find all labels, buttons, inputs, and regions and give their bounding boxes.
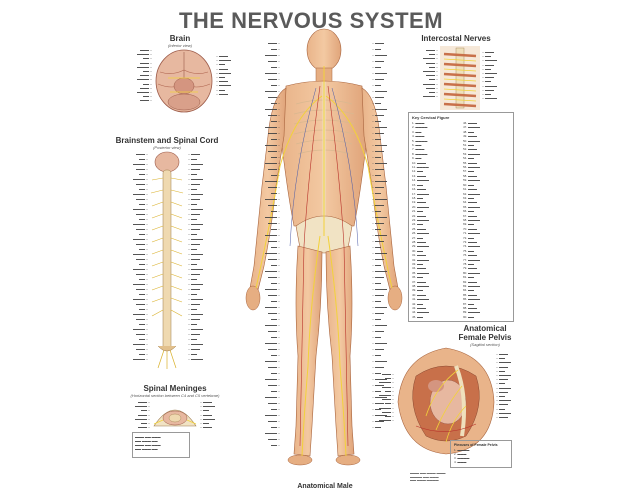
pelvis-labels-right: ─ ▬▬▬─ ▬▬─ ▬▬▬▬─ ▬▬▬─ ▬▬─ ▬▬▬▬─ ▬▬▬─ ▬▬─… [496, 352, 511, 420]
key-list-left: 1. ▬▬▬2. ▬▬▬▬3. ▬▬4. ▬▬▬5. ▬▬▬▬6. ▬▬7. ▬… [412, 121, 430, 319]
intercostal-title: Intercostal Nerves [421, 34, 491, 43]
spinal-labels-left: ▬▬▬ ─▬▬ ─▬▬▬▬ ─▬▬▬ ─▬▬ ─▬▬▬▬ ─▬▬▬ ─▬▬ ─▬… [133, 152, 148, 361]
brain-illustration [154, 48, 214, 114]
figure-labels-right: ─ ▬▬▬─ ▬▬─ ▬▬▬▬─ ▬▬▬─ ▬▬─ ▬▬▬▬─ ▬▬▬─ ▬▬─… [372, 41, 387, 429]
key-panel: Key Cervical Figure 1. ▬▬▬2. ▬▬▬▬3. ▬▬4.… [408, 112, 514, 322]
brain-title: Brain [169, 34, 191, 43]
figure-caption: Anatomical Male [297, 483, 353, 490]
pelvis-title-line1: Anatomical [463, 324, 507, 333]
anatomical-male-figure [224, 26, 424, 471]
copyright-block: ▬▬▬ ▬▬ ▬▬▬ ▬▬▬▬▬▬▬ ▬▬ ▬▬▬▬▬ ▬▬▬ ▬▬▬▬ [410, 471, 446, 483]
plexuses-lines: 1. ▬▬▬▬2. ▬▬▬3. ▬▬▬▬4. ▬▬▬ [454, 448, 470, 464]
brainstem-subtitle: (Posterior view) [153, 145, 181, 150]
pelvis-title-line2: Female Pelvis [458, 333, 512, 342]
plexuses-box: Plexuses of Female Pelvis 1. ▬▬▬▬2. ▬▬▬3… [450, 440, 512, 468]
pelvis-labels-left: ▬▬▬ ─▬▬ ─▬▬▬▬ ─▬▬▬ ─▬▬ ─▬▬▬▬ ─▬▬▬ ─▬▬ ─▬… [379, 372, 394, 423]
meninges-labels-right: ─ ▬▬▬─ ▬▬▬▬─ ▬▬─ ▬▬▬─ ▬▬▬▬─ ▬▬─ ▬▬▬ [200, 400, 215, 430]
plexuses-title: Plexuses of Female Pelvis [454, 443, 498, 447]
brainstem-title: Brainstem and Spinal Cord [115, 136, 219, 145]
spinal-cord-illustration [150, 150, 184, 370]
meninges-illustration [152, 400, 198, 430]
intercostal-illustration [440, 46, 480, 110]
intercostal-labels-left: ▬▬▬ ─▬▬ ─▬▬▬▬ ─▬▬▬ ─▬▬ ─▬▬▬▬ ─▬▬▬ ─▬▬ ─▬… [423, 48, 438, 99]
meninges-title: Spinal Meninges [143, 384, 207, 393]
figure-labels-left: ▬▬▬ ─▬▬ ─▬▬▬▬ ─▬▬▬ ─▬▬ ─▬▬▬▬ ─▬▬▬ ─▬▬ ─▬… [265, 41, 280, 447]
meninges-subtitle: (Horizontal section between C4 and C5 ve… [130, 393, 220, 398]
brain-subtitle: (Inferior view) [167, 43, 193, 48]
meninges-labels-left: ▬▬▬ ─▬▬▬▬ ─▬▬ ─▬▬▬ ─▬▬▬▬ ─▬▬ ─▬▬▬ ─ [135, 400, 150, 430]
key-list-right: 46. ▬▬▬47. ▬▬▬▬48. ▬▬49. ▬▬▬50. ▬▬▬▬51. … [463, 121, 481, 319]
abbreviation-box: ▬▬▬ ▬▬ ▬▬▬▬▬ ▬▬▬ ▬▬▬▬▬ ▬▬ ▬▬▬▬▬ ▬▬▬ ▬▬ [132, 432, 190, 458]
poster-title: THE NERVOUS SYSTEM [178, 8, 444, 33]
brain-labels-right: ─ ▬▬▬─ ▬▬▬▬─ ▬▬─ ▬▬▬─ ▬▬▬▬─ ▬▬─ ▬▬▬─ ▬▬▬… [216, 54, 231, 96]
pelvis-illustration [396, 346, 496, 456]
key-title: Key Cervical Figure [412, 115, 450, 120]
abbreviation-box-lines: ▬▬▬ ▬▬ ▬▬▬▬▬ ▬▬▬ ▬▬▬▬▬ ▬▬ ▬▬▬▬▬ ▬▬▬ ▬▬ [135, 435, 161, 451]
intercostal-labels-right: ─ ▬▬▬─ ▬▬─ ▬▬▬▬─ ▬▬▬─ ▬▬─ ▬▬▬▬─ ▬▬▬─ ▬▬─… [482, 50, 497, 101]
spinal-labels-right: ─ ▬▬▬─ ▬▬─ ▬▬▬▬─ ▬▬▬─ ▬▬─ ▬▬▬▬─ ▬▬▬─ ▬▬─… [188, 152, 203, 361]
pelvis-subtitle: (Sagittal section) [470, 342, 500, 347]
brain-labels-left: ▬▬▬ ─▬▬▬▬ ─▬▬ ─▬▬▬ ─▬▬▬▬ ─▬▬ ─▬▬▬ ─▬▬▬▬ … [137, 48, 152, 103]
